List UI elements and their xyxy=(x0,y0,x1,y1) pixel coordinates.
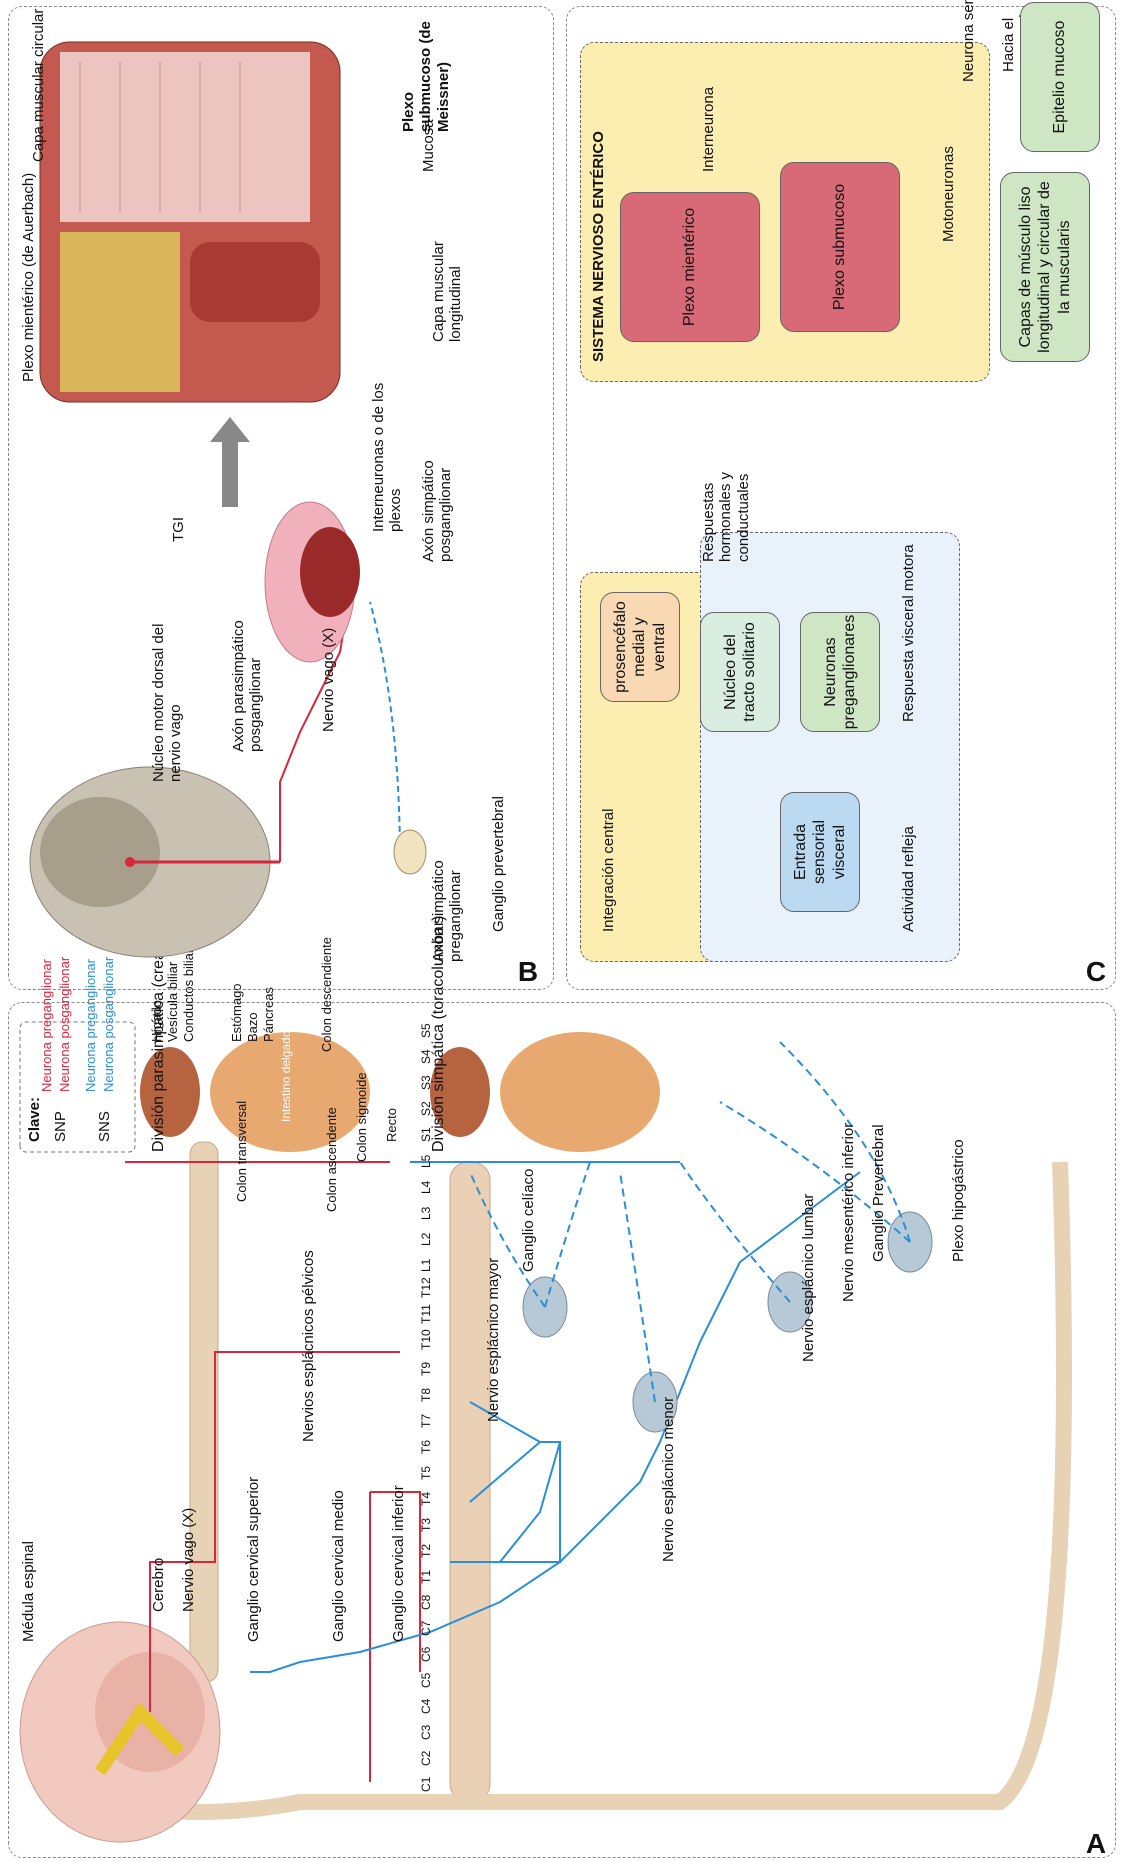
label-actividad: Actividad refleja xyxy=(900,826,917,932)
panel-c-label: C xyxy=(1086,956,1106,988)
label-circular: Capa muscular circular xyxy=(30,9,47,162)
box-capas: Capas de músculo liso longitudinal y cir… xyxy=(1000,172,1090,362)
label-respuesta-motora: Respuesta visceral motora xyxy=(900,544,917,722)
box-entrada: Entrada sensorial visceral xyxy=(780,792,860,912)
label-neurona-sens: Neurona sensitiva xyxy=(960,0,977,82)
label-vago-b: Nervio vago (X) xyxy=(320,628,337,732)
label-longitudinal: Capa muscular longitudinal xyxy=(430,222,465,342)
box-prosencefalo: prosencéfalo medial y ventral xyxy=(600,592,680,702)
box-pregang: Neuronas preganglionares xyxy=(800,612,880,732)
label-meissner: Plexo submucoso (de Meissner) xyxy=(400,12,452,132)
label-axon-simp-post: Axón simpático posganglionar xyxy=(420,402,455,562)
box-epitelio: Epitelio mucoso xyxy=(1020,2,1100,152)
label-auerbach: Plexo mientérico (de Auerbach) xyxy=(20,173,37,382)
label-mucosa: Mucosa xyxy=(420,119,437,172)
box-plexo-mient: Plexo mientérico xyxy=(620,192,760,342)
box-tracto: Núcleo del tracto solitario xyxy=(700,612,780,732)
label-sne-title: SISTEMA NERVIOSO ENTÉRICO xyxy=(590,131,607,362)
label-tgi: TGI xyxy=(170,517,187,542)
label-axon-simp-pre: Axón simpático preganglionar xyxy=(430,842,465,962)
label-interneurona: Interneurona xyxy=(700,87,717,172)
label-axon-para: Axón parasimpático posganglionar xyxy=(230,592,265,752)
label-interneuronas: Interneuronas o de los plexos xyxy=(370,372,405,532)
label-integracion: Integración central xyxy=(600,809,617,932)
label-respuestas-horm: Respuestas hormonales y conductuales xyxy=(700,402,752,562)
label-ganglio-prevertebral: Ganglio prevertebral xyxy=(490,796,507,932)
label-nucleo: Núcleo motor dorsal del nervio vago xyxy=(150,622,185,782)
label-motoneuronas: Motoneuronas xyxy=(940,146,957,242)
box-plexo-sub: Plexo submucoso xyxy=(780,162,900,332)
